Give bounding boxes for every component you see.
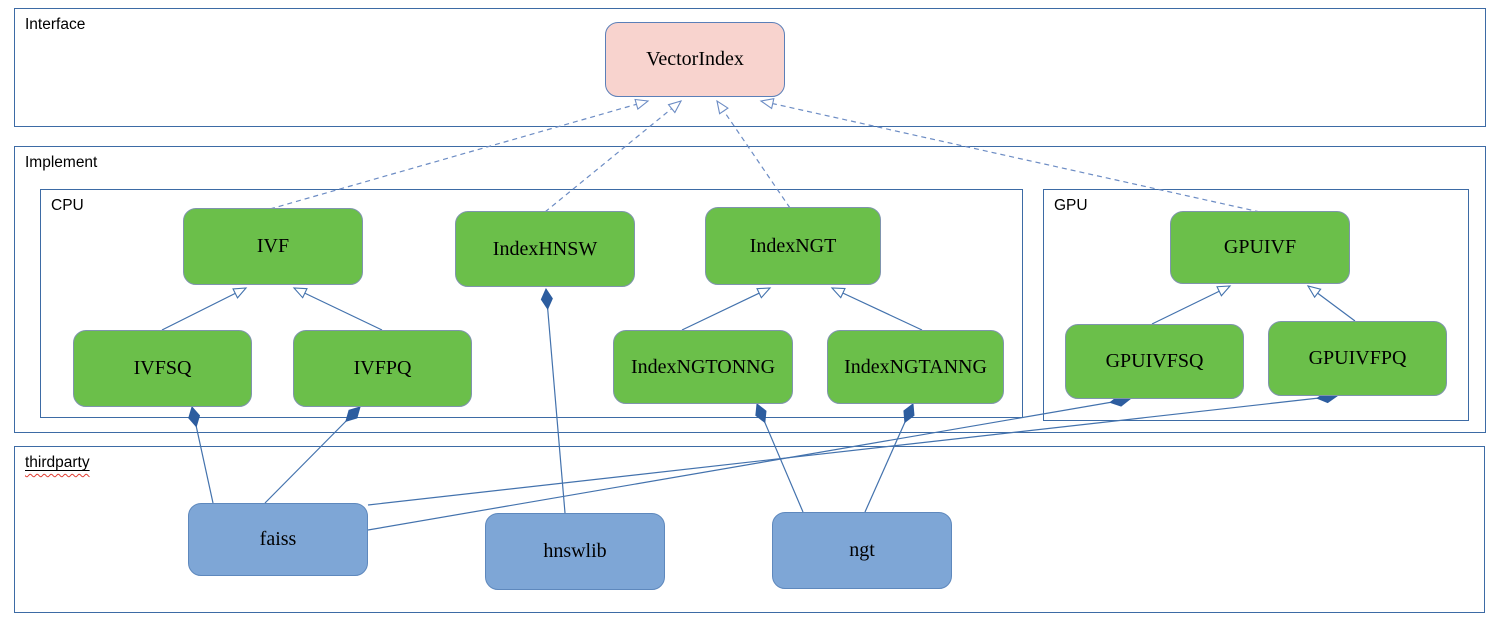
node-ivf: IVF — [183, 208, 363, 285]
container-cpu-label: CPU — [51, 197, 84, 214]
node-indexhnsw: IndexHNSW — [455, 211, 635, 287]
node-ivfsq: IVFSQ — [73, 330, 252, 407]
node-gpuivfsq-label: GPUIVFSQ — [1105, 350, 1204, 372]
node-gpuivfpq: GPUIVFPQ — [1268, 321, 1447, 396]
node-gpuivfpq-label: GPUIVFPQ — [1308, 347, 1407, 369]
node-hnswlib-label: hnswlib — [543, 540, 607, 562]
node-indexngtanng: IndexNGTANNG — [827, 330, 1004, 404]
node-gpuivf-label: GPUIVF — [1223, 236, 1297, 258]
node-ivfsq-label: IVFSQ — [133, 357, 192, 379]
node-ivf-label: IVF — [256, 235, 290, 257]
node-faiss-label: faiss — [259, 528, 297, 550]
node-ivfpq-label: IVFPQ — [353, 357, 412, 379]
container-gpu-label: GPU — [1054, 197, 1088, 214]
node-ngt: ngt — [772, 512, 952, 589]
node-indexngtonng: IndexNGTONNG — [613, 330, 793, 404]
node-gpuivfsq: GPUIVFSQ — [1065, 324, 1244, 399]
node-vectorindex: VectorIndex — [605, 22, 785, 97]
container-thirdparty-label: thirdparty — [25, 454, 90, 472]
node-ngt-label: ngt — [849, 539, 875, 561]
node-indexngtanng-label: IndexNGTANNG — [844, 355, 987, 378]
container-implement-label: Implement — [25, 154, 98, 171]
node-ivfpq: IVFPQ — [293, 330, 472, 407]
node-indexhnsw-label: IndexHNSW — [492, 237, 598, 260]
node-indexngt: IndexNGT — [705, 207, 881, 285]
node-gpuivf: GPUIVF — [1170, 211, 1350, 284]
node-faiss: faiss — [188, 503, 368, 576]
node-vectorindex-label: VectorIndex — [646, 48, 744, 70]
node-indexngt-label: IndexNGT — [749, 234, 837, 257]
node-indexngtonng-label: IndexNGTONNG — [630, 355, 776, 378]
node-hnswlib: hnswlib — [485, 513, 665, 590]
container-interface-label: Interface — [25, 16, 86, 33]
spellcheck-squiggle: thirdparty — [25, 454, 90, 471]
